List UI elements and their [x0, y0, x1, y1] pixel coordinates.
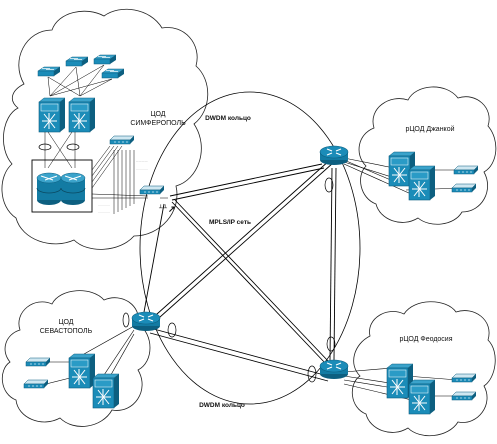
access-switch-icon	[451, 391, 477, 401]
access-switch-icon	[453, 165, 479, 175]
router-icon	[131, 311, 161, 334]
svg-text:…………: …………	[136, 159, 148, 163]
access-switch-icon	[451, 373, 477, 383]
access-switch-icon	[23, 379, 49, 389]
svg-text:…………: …………	[98, 203, 110, 207]
switch-icon	[65, 56, 89, 67]
storage-icon	[60, 172, 86, 206]
access-switch-icon	[139, 185, 165, 195]
site-label-line2: СИМФЕРОПОЛЬ	[130, 120, 186, 127]
cloud-feodosia-icon	[352, 301, 496, 436]
site-label: рЦОД Джанкой	[405, 125, 454, 133]
storage-icon	[36, 172, 62, 206]
svg-text:…………: …………	[98, 210, 110, 214]
router-icon	[319, 145, 349, 168]
core-switch-icon	[68, 97, 96, 133]
svg-text:↗: ↗	[168, 204, 176, 214]
site-sevastopol: ЦОД СЕВАСТОПОЛЬ	[23, 319, 135, 409]
site-feodosia: рЦОД Феодосия	[343, 336, 477, 415]
access-switch-icon	[25, 357, 51, 367]
link-loops	[38, 143, 336, 383]
core-switch-icon	[408, 165, 436, 201]
core-switch-icon	[38, 97, 66, 133]
backbone-links	[143, 159, 337, 382]
dwdm-ring	[139, 91, 361, 405]
core-switch-icon	[68, 353, 96, 389]
switch-icon	[101, 68, 125, 79]
svg-text:…………: …………	[136, 167, 148, 171]
router-icon	[319, 359, 349, 382]
cloud-simferopol-icon	[1, 8, 209, 250]
cloud-sevastopol-icon	[2, 290, 151, 427]
site-simferopol: ………… ………… ………… ………… ЦОД СИМФЕРОПОЛЬ ⊥⊥	[31, 54, 186, 214]
site-label-line2: СЕВАСТОПОЛЬ	[40, 328, 93, 335]
access-switch-icon	[451, 183, 477, 193]
core-switch-icon	[408, 379, 436, 415]
dwdm-ring-label-top: DWDM кольцо	[205, 115, 251, 122]
cloud-dzhankoy-icon	[358, 86, 497, 225]
svg-text:⊥⊥: ⊥⊥	[159, 204, 168, 210]
site-label: рЦОД Феодосия	[399, 336, 452, 343]
site-label-line1: ЦОД	[150, 111, 165, 118]
mpls-network-label: MPLS/IP сеть	[209, 219, 251, 226]
core-switch-icon	[92, 373, 120, 409]
dwdm-ring-label-bottom: DWDM кольцо	[199, 402, 245, 409]
switch-icon	[37, 66, 61, 77]
access-switch-icon	[109, 135, 135, 145]
site-dzhankoy: рЦОД Джанкой	[343, 125, 479, 201]
switch-icon	[93, 54, 117, 65]
site-label-line1: ЦОД	[58, 319, 73, 326]
